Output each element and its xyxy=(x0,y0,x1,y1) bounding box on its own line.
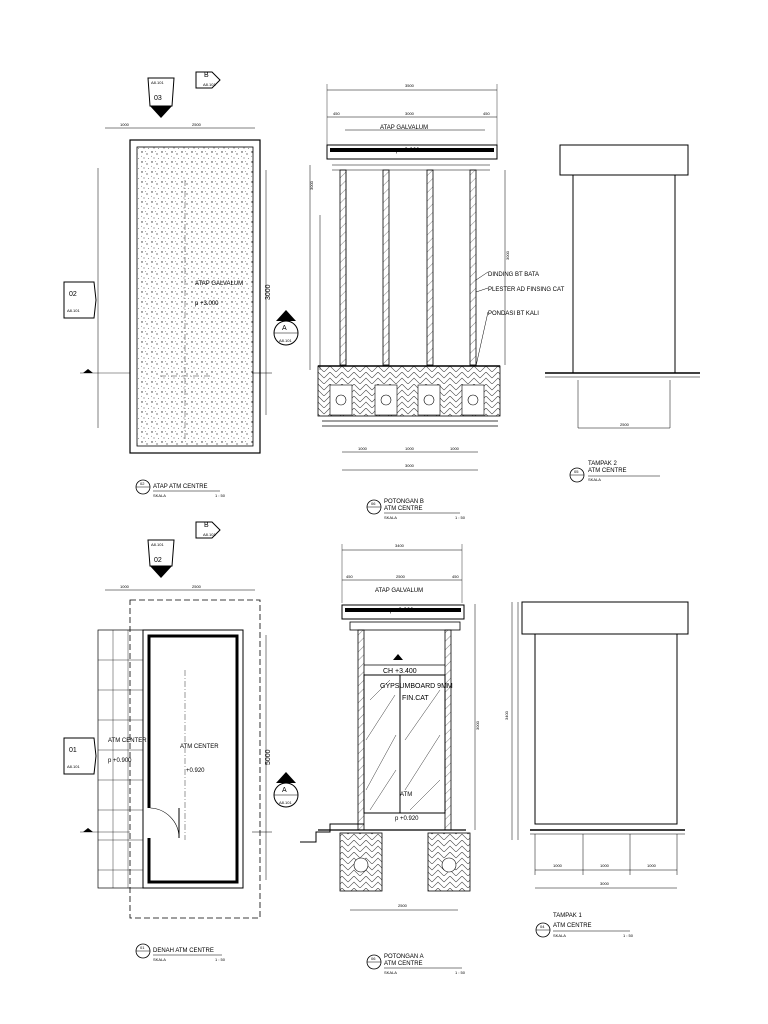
svg-text:A8.101: A8.101 xyxy=(151,542,164,547)
svg-text:2500: 2500 xyxy=(192,122,202,127)
floor-plan-title: DENAH ATM CENTRE xyxy=(153,948,214,954)
ceiling-note-finish: FIN.CAT xyxy=(402,695,429,702)
svg-text:ATM CENTRE: ATM CENTRE xyxy=(384,506,423,512)
svg-text:A8.101: A8.101 xyxy=(151,80,164,85)
svg-text:1 : 50: 1 : 50 xyxy=(455,970,466,975)
floor-plan-room-label: ATM CENTER xyxy=(180,744,219,750)
svg-text:A8.101: A8.101 xyxy=(203,82,216,87)
svg-text:SKALA: SKALA xyxy=(384,970,397,975)
section-callout-b: B xyxy=(204,72,209,79)
svg-text:1000: 1000 xyxy=(120,122,130,127)
floor-plan-dimension: 5000 xyxy=(265,749,272,765)
svg-text:ATM CENTRE: ATM CENTRE xyxy=(588,468,627,474)
svg-text:ATM CENTRE: ATM CENTRE xyxy=(553,923,592,929)
svg-text:1000: 1000 xyxy=(405,446,415,451)
svg-text:1 : 50: 1 : 50 xyxy=(215,493,226,498)
svg-text:1000: 1000 xyxy=(120,584,130,589)
svg-text:3000: 3000 xyxy=(405,463,415,468)
svg-text:450: 450 xyxy=(452,574,459,579)
svg-text:1000: 1000 xyxy=(647,863,657,868)
section-a-title: POTONGAN A xyxy=(384,954,424,960)
section-b-note-plaster: PLESTER AD FINSING CAT xyxy=(488,287,565,293)
elevation-1-view: 1000 1000 1000 3000 3400 04 TAMPAK 1 ATM… xyxy=(504,601,689,938)
svg-text:06: 06 xyxy=(371,501,376,506)
svg-text:05: 05 xyxy=(574,469,579,474)
roof-plan-level: p +3.000 xyxy=(195,301,219,307)
svg-text:1000: 1000 xyxy=(600,863,610,868)
svg-text:3400: 3400 xyxy=(504,710,509,720)
svg-text:A8.101: A8.101 xyxy=(67,764,80,769)
view-callout-02: 02 xyxy=(69,291,77,298)
view-callout-03: 03 xyxy=(154,95,162,102)
svg-text:SKALA: SKALA xyxy=(153,493,166,498)
svg-text:450: 450 xyxy=(346,574,353,579)
svg-text:A8.101: A8.101 xyxy=(279,800,292,805)
svg-text:1 : 50: 1 : 50 xyxy=(623,933,634,938)
walkway-level: p +0.900 xyxy=(108,758,132,764)
elevation-1-title: TAMPAK 1 xyxy=(553,913,582,919)
svg-text:2500: 2500 xyxy=(192,584,202,589)
view-callout-02b: 02 xyxy=(154,557,162,564)
roof-plan-dimension: 3000 xyxy=(265,284,272,300)
svg-text:3400: 3400 xyxy=(395,543,405,548)
section-callout-a: A xyxy=(282,325,287,332)
svg-text:A8.101: A8.101 xyxy=(67,308,80,313)
ceiling-level: CH +3.400 xyxy=(383,668,417,675)
section-b-roof-level: p +3.000 xyxy=(396,148,420,154)
roof-plan-view: ATAP GALVALUM p +3.000 1000 2500 3000 B … xyxy=(63,71,299,498)
svg-text:3000: 3000 xyxy=(600,881,610,886)
view-callout-01: 01 xyxy=(69,747,77,754)
section-b-title: POTONGAN B xyxy=(384,499,424,505)
section-b-note-wall: DINDING BT BATA xyxy=(488,272,539,278)
svg-text:1 : 50: 1 : 50 xyxy=(215,957,226,962)
svg-text:A: A xyxy=(282,787,287,794)
svg-text:SKALA: SKALA xyxy=(153,957,166,962)
svg-text:B: B xyxy=(204,522,209,529)
svg-text:2500: 2500 xyxy=(396,574,406,579)
svg-text:SKALA: SKALA xyxy=(588,477,601,482)
svg-text:3000: 3000 xyxy=(309,180,314,190)
svg-text:1 : 50: 1 : 50 xyxy=(455,515,466,520)
svg-text:A8.101: A8.101 xyxy=(279,338,292,343)
section-a-roof-label: ATAP GALVALUM xyxy=(375,588,423,594)
svg-text:2500: 2500 xyxy=(398,903,408,908)
svg-text:02: 02 xyxy=(140,481,145,486)
svg-text:01: 01 xyxy=(140,945,145,950)
section-a-floor-level: p +0.920 xyxy=(395,816,419,822)
walkway-label: ATM CENTER xyxy=(108,738,147,744)
roof-plan-label: ATAP GALVALUM xyxy=(195,281,243,287)
atm-label: ATM xyxy=(400,792,412,798)
section-b-roof-label: ATAP GALVALUM xyxy=(380,125,428,131)
svg-text:450: 450 xyxy=(483,111,490,116)
svg-text:SKALA: SKALA xyxy=(384,515,397,520)
svg-text:3500: 3500 xyxy=(405,83,415,88)
svg-text:3000: 3000 xyxy=(405,111,415,116)
roof-plan-title: ATAP ATM CENTRE xyxy=(153,484,208,490)
elevation-2-title: TAMPAK 2 xyxy=(588,461,617,467)
ceiling-note-board: GYPSUMBOARD 9MM xyxy=(380,683,453,690)
floor-plan-room-level: +0.920 xyxy=(186,768,205,774)
svg-text:450: 450 xyxy=(333,111,340,116)
floor-plan-view: ATM CENTER +0.920 ATM CENTER p +0.900 10… xyxy=(63,521,299,962)
svg-text:3000: 3000 xyxy=(505,250,510,260)
svg-text:1000: 1000 xyxy=(358,446,368,451)
svg-text:1000: 1000 xyxy=(450,446,460,451)
svg-text:SKALA: SKALA xyxy=(553,933,566,938)
svg-text:3000: 3000 xyxy=(475,720,480,730)
section-b-note-foundation: PONDASI BT KALI xyxy=(488,311,539,317)
section-a-view: 3400 450 2500 450 ATAP GALVALUM p +3.000… xyxy=(300,543,480,975)
svg-text:1000: 1000 xyxy=(553,863,563,868)
svg-text:A8.101: A8.101 xyxy=(203,532,216,537)
svg-text:04: 04 xyxy=(540,924,545,929)
section-a-roof-level: p +3.000 xyxy=(390,608,414,614)
svg-text:06: 06 xyxy=(371,956,376,961)
elevation-2-view: 2500 05 TAMPAK 2 ATM CENTRE SKALA xyxy=(545,144,700,483)
section-b-view: 3500 450 3000 450 ATAP GALVALUM p +3.000 xyxy=(309,83,565,520)
svg-text:ATM CENTRE: ATM CENTRE xyxy=(384,961,423,967)
svg-text:2500: 2500 xyxy=(620,422,630,427)
